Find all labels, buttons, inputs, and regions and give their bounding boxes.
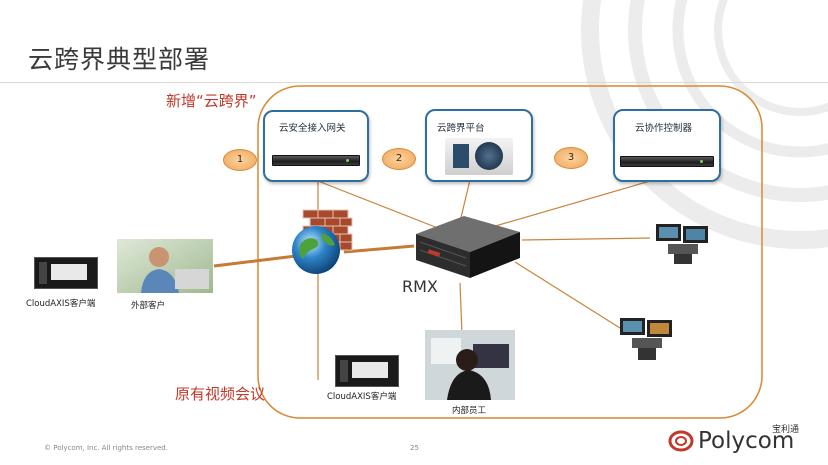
logo-name: Polycom [698, 428, 795, 454]
platform-box: 云跨界平台 [425, 109, 533, 182]
rmx-label: RMX [402, 277, 438, 296]
link-firewall-rmx [343, 244, 415, 254]
link-rmx-room2 [514, 261, 621, 329]
logo-chinese-name: 宝利通 [772, 425, 800, 435]
cloudaxis-bottom-label: CloudAXIS客户端 [327, 392, 397, 402]
room-system-2-icon [620, 318, 672, 360]
internal-staff-label: 内部员工 [452, 406, 487, 416]
step-2-marker: 2 [382, 148, 416, 170]
cloudaxis-client-left-screenshot [34, 257, 98, 289]
link-gateway-rmx [317, 180, 449, 233]
polycom-logo: 宝利通 Polycom [668, 422, 818, 456]
gateway-box: 云安全接入网关 [263, 110, 369, 182]
cloudaxis-left-label: CloudAXIS客户端 [26, 299, 96, 309]
room-system-1-icon [656, 224, 708, 264]
controller-label: 云协作控制器 [635, 123, 693, 134]
controller-server-icon [620, 156, 714, 167]
gateway-server-icon [272, 155, 360, 166]
platform-product-icon [445, 138, 513, 175]
slide-title: 云跨界典型部署 [28, 45, 211, 74]
footer-copyright: © Polycom, Inc. All rights reserved. [44, 444, 168, 452]
platform-label: 云跨界平台 [437, 123, 485, 134]
external-client-label: 外部客户 [131, 301, 166, 311]
controller-box: 云协作控制器 [613, 109, 721, 182]
gateway-label: 云安全接入网关 [279, 123, 346, 134]
link-controller-rmx [467, 180, 651, 235]
title-divider [0, 82, 828, 83]
link-rmx-staff [459, 282, 463, 336]
step-1-marker: 1 [223, 149, 257, 171]
polycom-logo-mark-icon [668, 430, 694, 452]
rmx-device-icon [416, 216, 520, 278]
cloudaxis-client-bottom-screenshot [335, 355, 399, 387]
new-cloud-label: 新增“云跨界” [166, 92, 257, 110]
external-client-photo [117, 239, 213, 293]
step-3-marker: 3 [554, 147, 588, 169]
cloud-region [257, 85, 763, 419]
existing-conferencing-label: 原有视频会议 [175, 385, 266, 403]
firewall-globe-icon [292, 209, 353, 274]
internal-staff-photo [425, 330, 515, 400]
link-client-firewall [213, 254, 297, 268]
link-rmx-room1 [521, 237, 651, 241]
page-number: 25 [410, 444, 419, 452]
